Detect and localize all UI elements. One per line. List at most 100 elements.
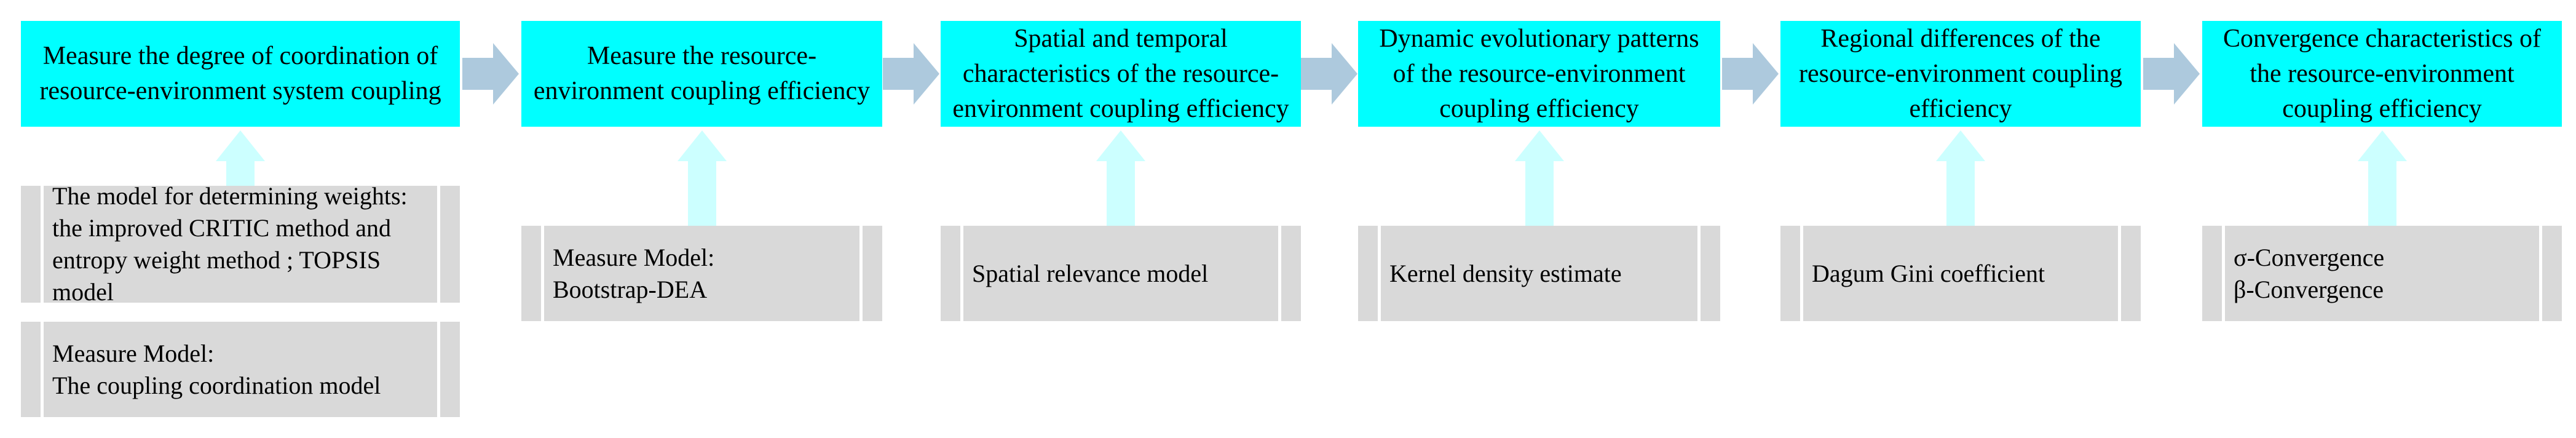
model-box-left-cap	[2202, 226, 2222, 321]
up-arrow-head	[1936, 130, 1985, 161]
step-title-line: Dynamic evolutionary patterns	[1379, 24, 1699, 53]
step-title-line: of the resource-environment	[1393, 59, 1686, 88]
right-arrow-stem	[462, 58, 493, 90]
step-box-4: Dynamic evolutionary patterns of the res…	[1358, 21, 1720, 127]
right-arrow-icon	[2143, 43, 2200, 105]
step-title-line: Spatial and temporal	[1014, 24, 1228, 53]
up-arrow-head	[677, 130, 727, 161]
model-box-text: Measure Model: The coupling coordination…	[44, 322, 437, 417]
model-box-text: Spatial relevance model	[963, 226, 1278, 321]
model-box-right-cap	[440, 322, 460, 417]
model-box-text: Kernel density estimate	[1381, 226, 1697, 321]
right-arrow-head	[2174, 43, 2200, 105]
flow-column-2: Measure the resource- environment coupli…	[521, 0, 882, 438]
model-box-text: Dagum Gini coefficient	[1803, 226, 2118, 321]
model-box-left-cap	[1780, 226, 1800, 321]
step-box-6: Convergence characteristics of the resou…	[2202, 21, 2562, 127]
step-title-line: coupling efficiency	[2282, 94, 2482, 123]
right-arrow-icon	[1301, 43, 1357, 105]
step-title-line: coupling efficiency	[1439, 94, 1639, 123]
right-arrow-head	[493, 43, 519, 105]
model-box-1a: The model for determining weights: the i…	[21, 182, 460, 306]
flow-column-1: Measure the degree of coordination of re…	[21, 0, 460, 438]
model-box-text: σ-Convergence β-Convergence	[2225, 226, 2539, 321]
model-box-4: Kernel density estimate	[1358, 226, 1720, 321]
up-arrow-head	[1514, 130, 1564, 161]
up-arrow-stem	[1946, 161, 1975, 226]
model-line: Measure Model:	[52, 339, 215, 367]
up-arrow-icon	[1514, 130, 1564, 226]
model-box-left-cap	[21, 186, 41, 303]
model-line: Dagum Gini coefficient	[1812, 259, 2045, 287]
up-arrow-icon	[216, 130, 265, 186]
up-arrow-icon	[1096, 130, 1145, 226]
model-line: The coupling coordination model	[52, 371, 381, 399]
step-title-line: the resource-environment	[2250, 59, 2515, 88]
step-title-line: Regional differences of the	[1820, 24, 2101, 53]
right-arrow-stem	[1301, 58, 1332, 90]
step-title-line: efficiency	[1909, 94, 2012, 123]
model-box-2: Measure Model: Bootstrap-DEA	[521, 226, 882, 321]
model-box-right-cap	[1701, 226, 1720, 321]
up-arrow-icon	[2357, 130, 2407, 226]
model-line: The model for determining weights:	[52, 182, 408, 210]
model-line: entropy weight method ; TOPSIS model	[52, 246, 381, 306]
step-title-line: characteristics of the resource-	[962, 59, 1279, 88]
model-box-right-cap	[2121, 226, 2141, 321]
model-line: σ-Convergence	[2234, 243, 2385, 271]
up-arrow-icon	[1936, 130, 1985, 226]
model-box-left-cap	[941, 226, 960, 321]
model-line: β-Convergence	[2234, 275, 2384, 303]
model-line: Measure Model:	[553, 243, 715, 271]
model-box-3: Spatial relevance model	[941, 226, 1301, 321]
up-arrow-icon	[677, 130, 727, 226]
up-arrow-head	[2357, 130, 2407, 161]
step-box-5: Regional differences of the resource-env…	[1780, 21, 2141, 127]
step-box-3: Spatial and temporal characteristics of …	[941, 21, 1301, 127]
model-box-left-cap	[1358, 226, 1378, 321]
step-title-line: environment coupling efficiency	[533, 77, 871, 105]
model-box-left-cap	[521, 226, 541, 321]
right-arrow-stem	[2143, 58, 2174, 90]
up-arrow-stem	[2368, 161, 2396, 226]
step-title-line: Measure the resource-	[587, 42, 817, 70]
right-arrow-stem	[883, 58, 914, 90]
model-line: Spatial relevance model	[972, 259, 1209, 287]
right-arrow-stem	[1722, 58, 1753, 90]
flow-column-5: Regional differences of the resource-env…	[1780, 0, 2141, 438]
up-arrow-stem	[226, 161, 255, 186]
model-line: Kernel density estimate	[1389, 259, 1622, 287]
model-box-right-cap	[2542, 226, 2562, 321]
right-arrow-icon	[883, 43, 939, 105]
step-title-line: Convergence characteristics of	[2223, 24, 2541, 53]
model-box-1b: Measure Model: The coupling coordination…	[21, 322, 460, 417]
right-arrow-head	[1753, 43, 1779, 105]
step-box-1: Measure the degree of coordination of re…	[21, 21, 460, 127]
model-box-6: σ-Convergence β-Convergence	[2202, 226, 2562, 321]
flow-column-4: Dynamic evolutionary patterns of the res…	[1358, 0, 1720, 438]
right-arrow-icon	[462, 43, 519, 105]
model-box-right-cap	[440, 186, 460, 303]
flow-column-3: Spatial and temporal characteristics of …	[941, 0, 1301, 438]
model-line: Bootstrap-DEA	[553, 275, 708, 303]
step-box-2: Measure the resource- environment coupli…	[521, 21, 882, 127]
model-box-text: The model for determining weights: the i…	[44, 182, 437, 306]
step-title-line: Measure the degree of coordination of	[42, 42, 438, 70]
right-arrow-icon	[1722, 43, 1779, 105]
right-arrow-head	[1332, 43, 1357, 105]
up-arrow-head	[1096, 130, 1145, 161]
model-box-right-cap	[1281, 226, 1301, 321]
model-box-text: Measure Model: Bootstrap-DEA	[544, 226, 859, 321]
step-title-line: resource-environment coupling	[1799, 59, 2122, 88]
up-arrow-head	[216, 130, 265, 161]
up-arrow-stem	[1107, 161, 1135, 226]
model-box-5: Dagum Gini coefficient	[1780, 226, 2141, 321]
flow-column-6: Convergence characteristics of the resou…	[2202, 0, 2562, 438]
model-box-left-cap	[21, 322, 41, 417]
step-title-line: resource-environment system coupling	[39, 77, 441, 105]
right-arrow-head	[914, 43, 939, 105]
model-line: the improved CRITIC method and	[52, 214, 392, 242]
step-title-line: environment coupling efficiency	[952, 94, 1289, 123]
up-arrow-stem	[687, 161, 716, 226]
